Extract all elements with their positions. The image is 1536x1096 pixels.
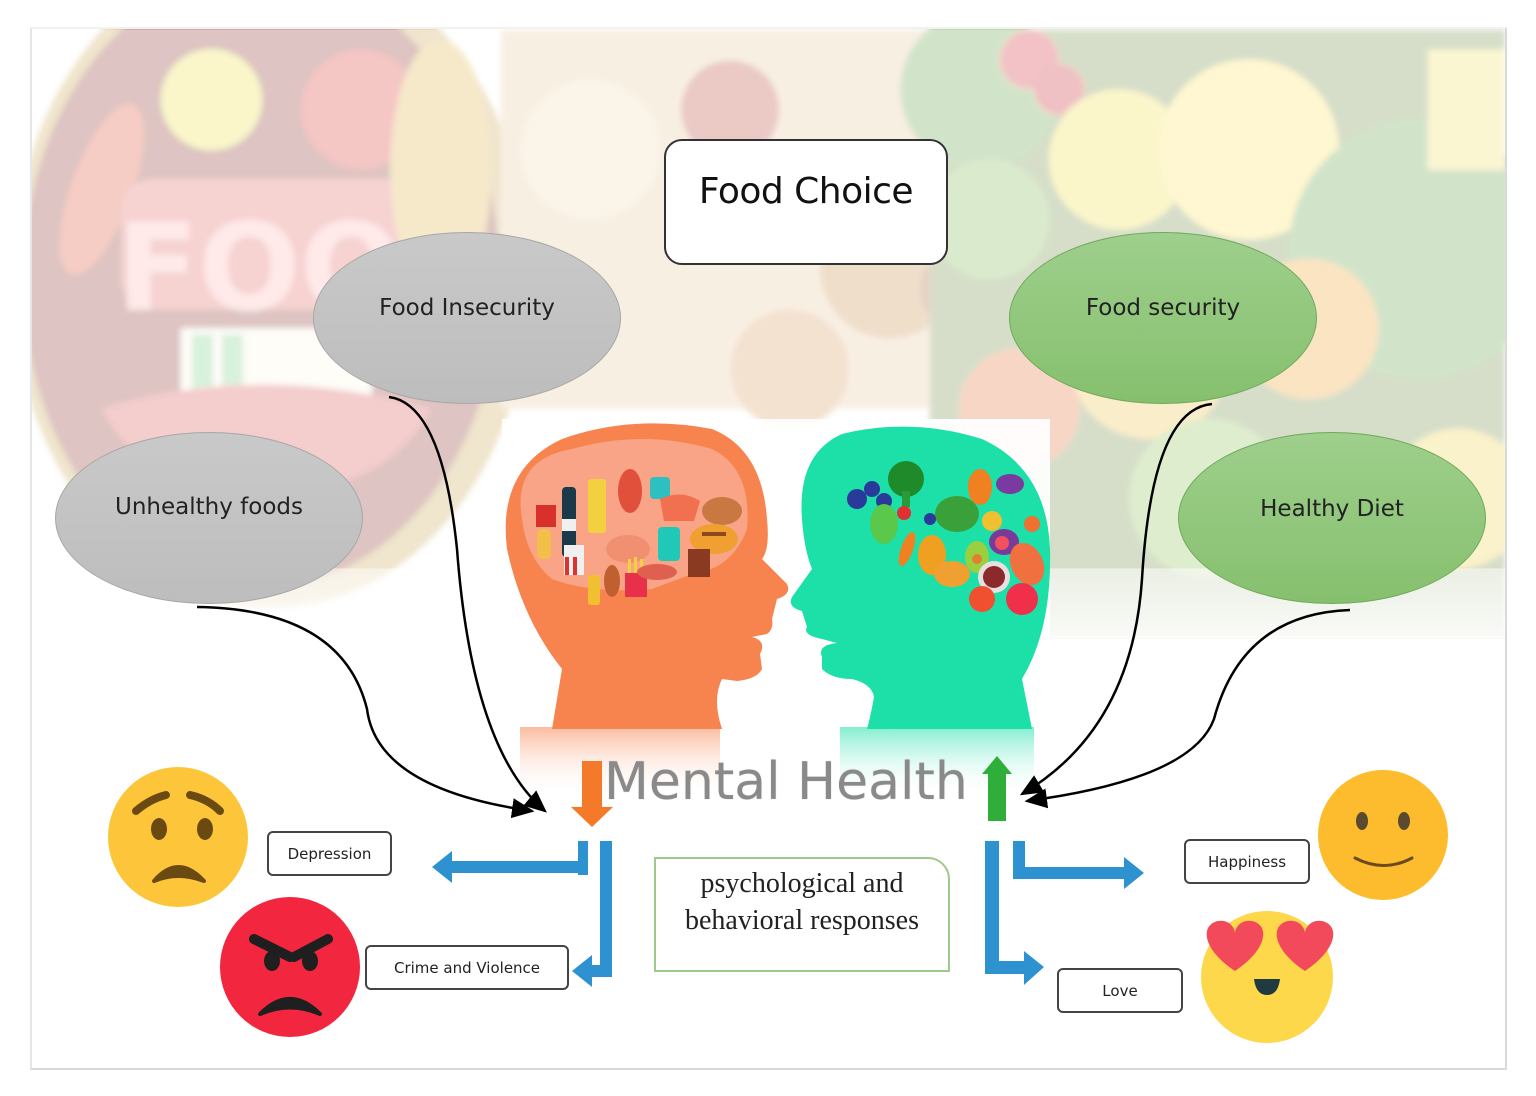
connector-food-insecurity	[388, 395, 547, 813]
diagram-frame: FOOD	[30, 27, 1507, 1070]
heart-eyes-face-icon	[1201, 911, 1334, 1043]
broccoli-icon	[888, 461, 924, 497]
food-insecurity-label: Food Insecurity	[379, 295, 555, 321]
depression-label: Depression	[287, 844, 372, 863]
crime-violence-label: Crime and Violence	[393, 958, 541, 977]
crime-violence-box: Crime and Violence	[365, 945, 569, 990]
connector-healthy-diet	[1024, 608, 1351, 809]
angry-face-icon	[220, 897, 360, 1037]
food-security-label: Food security	[1085, 295, 1241, 321]
unhealthy-foods-label: Unhealthy foods	[115, 494, 303, 520]
healthy-diet-ellipse: Healthy Diet	[1178, 432, 1486, 604]
fries-icon	[625, 573, 647, 597]
heads-illustration	[505, 423, 1051, 729]
mental-health-label: Mental Health	[604, 752, 968, 812]
happiness-box: Happiness	[1184, 839, 1310, 884]
up-arrow-icon	[982, 756, 1012, 821]
food-security-ellipse: Food security	[1009, 232, 1317, 404]
connector-food-security	[1019, 402, 1213, 796]
food-choice-title: Food Choice	[698, 170, 914, 212]
responses-line-1: psychological and	[700, 868, 904, 899]
happiness-label: Happiness	[1207, 852, 1287, 871]
flow-arrow-happiness	[1013, 841, 1144, 889]
flow-arrow-love	[985, 841, 1044, 985]
depression-box: Depression	[267, 831, 392, 876]
love-label: Love	[1102, 981, 1138, 1000]
connector-unhealthy-foods	[196, 605, 535, 819]
chips-icon	[536, 505, 556, 527]
healthy-head-icon	[790, 426, 1051, 729]
food-insecurity-ellipse: Food Insecurity	[313, 232, 621, 404]
worried-face-icon	[108, 767, 248, 907]
flow-arrow-crime	[572, 841, 612, 987]
smiling-face-icon	[1318, 770, 1448, 900]
flow-arrow-depression	[432, 841, 588, 883]
down-arrow-icon	[571, 761, 613, 827]
food-choice-title-box: Food Choice	[664, 139, 948, 265]
unhealthy-head-icon	[505, 423, 789, 729]
healthy-diet-label: Healthy Diet	[1260, 496, 1404, 522]
responses-box: psychological and behavioral responses	[654, 857, 950, 972]
responses-line-2: behavioral responses	[684, 905, 920, 936]
love-box: Love	[1057, 968, 1183, 1013]
connectors-layer	[108, 395, 1448, 1043]
unhealthy-foods-ellipse: Unhealthy foods	[55, 432, 363, 604]
unhealthy-head-reflection	[520, 727, 720, 797]
